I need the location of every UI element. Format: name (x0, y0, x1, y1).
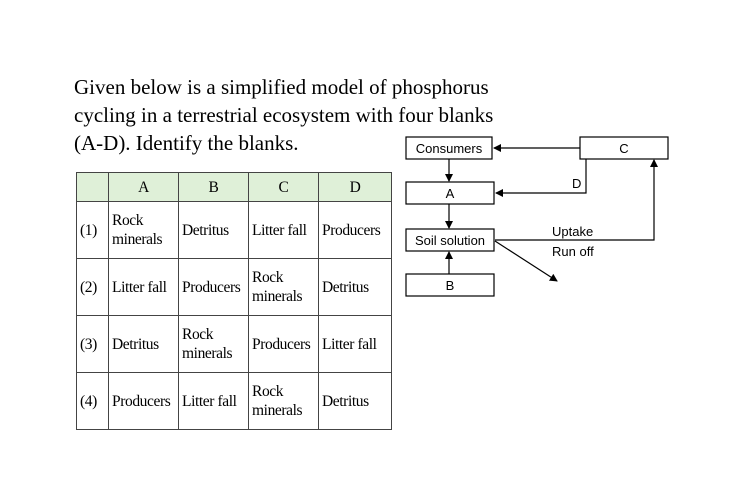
cell-line: Rock (252, 383, 284, 400)
cell-d: Detritus (318, 258, 392, 316)
cell-line: Rock (182, 326, 214, 343)
run-off-label: Run off (552, 244, 594, 259)
header-cell-c: C (248, 172, 319, 202)
cell-line: Producers (182, 278, 241, 296)
cell-d: Producers (318, 201, 392, 259)
cell-line: minerals (252, 402, 303, 419)
d-label: D (572, 176, 581, 191)
cell-c: Producers (248, 315, 319, 373)
cell-a: Litter fall (108, 258, 179, 316)
cell-c: Rock minerals (248, 258, 319, 316)
cell-line: Detritus (322, 392, 369, 410)
table-row: (2) Litter fall Producers Rock minerals D… (76, 258, 392, 316)
cell-line: Producers (112, 392, 171, 410)
header-cell-d: D (318, 172, 392, 202)
cell-line: Litter fall (182, 392, 237, 410)
header-cell-b: B (178, 172, 249, 202)
cell-b: Producers (178, 258, 249, 316)
question-text: Given below is a simplified model of pho… (74, 73, 554, 157)
arrow-uptake-to-c (495, 159, 658, 241)
cell-d: Detritus (318, 372, 392, 430)
arrow-soil-run-off (494, 240, 558, 282)
a-label: A (446, 186, 455, 201)
question-line-3: (A-D). Identify the blanks. (74, 131, 299, 155)
cell-line: Detritus (112, 335, 159, 353)
cell-a: Rock minerals (108, 201, 179, 259)
cell-line: Litter fall (252, 221, 307, 239)
cell-line: Producers (322, 221, 381, 239)
cell-line: Litter fall (322, 335, 377, 353)
a-box (405, 181, 495, 205)
b-box (405, 273, 495, 297)
uptake-label: Uptake (552, 224, 593, 239)
cell-d: Litter fall (318, 315, 392, 373)
cell-line: Litter fall (112, 278, 167, 296)
cell-line: minerals (182, 345, 233, 362)
cell-a: Detritus (108, 315, 179, 373)
cell-line: Detritus (322, 278, 369, 296)
cell-c: Litter fall (248, 201, 319, 259)
arrow-d-to-a (495, 159, 587, 197)
cell-line: Rock (252, 269, 284, 286)
consumers-label: Consumers (416, 141, 483, 156)
option-number: (2) (76, 258, 109, 316)
cell-line: Rock (112, 212, 144, 229)
question-line-1: Given below is a simplified model of pho… (74, 75, 489, 99)
b-label: B (446, 278, 455, 293)
table-header-row: A B C D (76, 172, 392, 202)
soil-solution-label: Soil solution (415, 233, 485, 248)
cell-c: Rock minerals (248, 372, 319, 430)
cell-line: Detritus (182, 221, 229, 239)
cell-line: minerals (252, 288, 303, 305)
cell-line: Producers (252, 335, 311, 353)
question-line-2: cycling in a terrestrial ecosystem with … (74, 103, 494, 127)
c-label: C (619, 141, 628, 156)
cell-line: minerals (112, 231, 163, 248)
